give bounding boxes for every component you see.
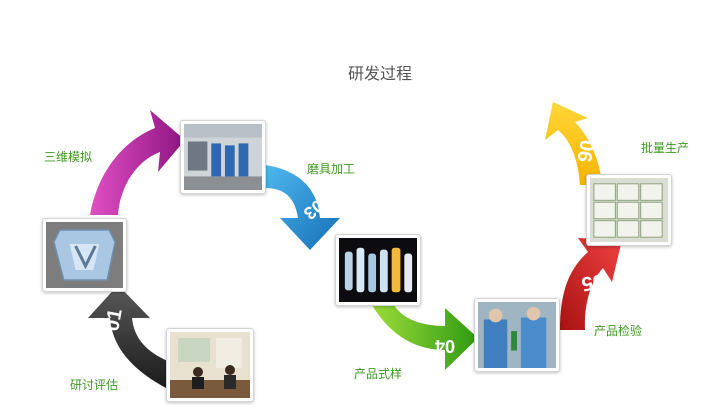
warehouse-boxes-photo (586, 174, 672, 246)
arrow-05-number: 05 (580, 269, 606, 295)
arrow-05: 05 (560, 238, 622, 330)
inspection-photo (474, 298, 560, 372)
arrow-06: 06 (545, 102, 602, 185)
meeting-photo (166, 328, 254, 402)
arrow-02: 02 (90, 110, 185, 215)
arrow-03: 03 (265, 165, 340, 250)
step-label-01: 研讨评估 (70, 378, 119, 392)
step-label-05: 产品检验 (594, 324, 643, 338)
workshop-photo (180, 120, 266, 194)
3d-model-render (42, 218, 127, 292)
step-label-03: 磨具加工 (307, 162, 356, 176)
step-label-04: 产品式样 (354, 367, 403, 381)
step-label-02: 三维模拟 (44, 150, 93, 164)
arrow-04-number: 04 (435, 336, 455, 356)
arrow-06-number: 06 (572, 138, 598, 164)
arrow-01-number: 01 (101, 307, 127, 333)
step-label-06: 批量生产 (641, 141, 690, 155)
page-title: 研发过程 (347, 64, 412, 83)
bottle-samples-photo (335, 234, 421, 306)
arrow-04: 04 (372, 305, 478, 370)
arrow-01: 01 (88, 285, 170, 390)
